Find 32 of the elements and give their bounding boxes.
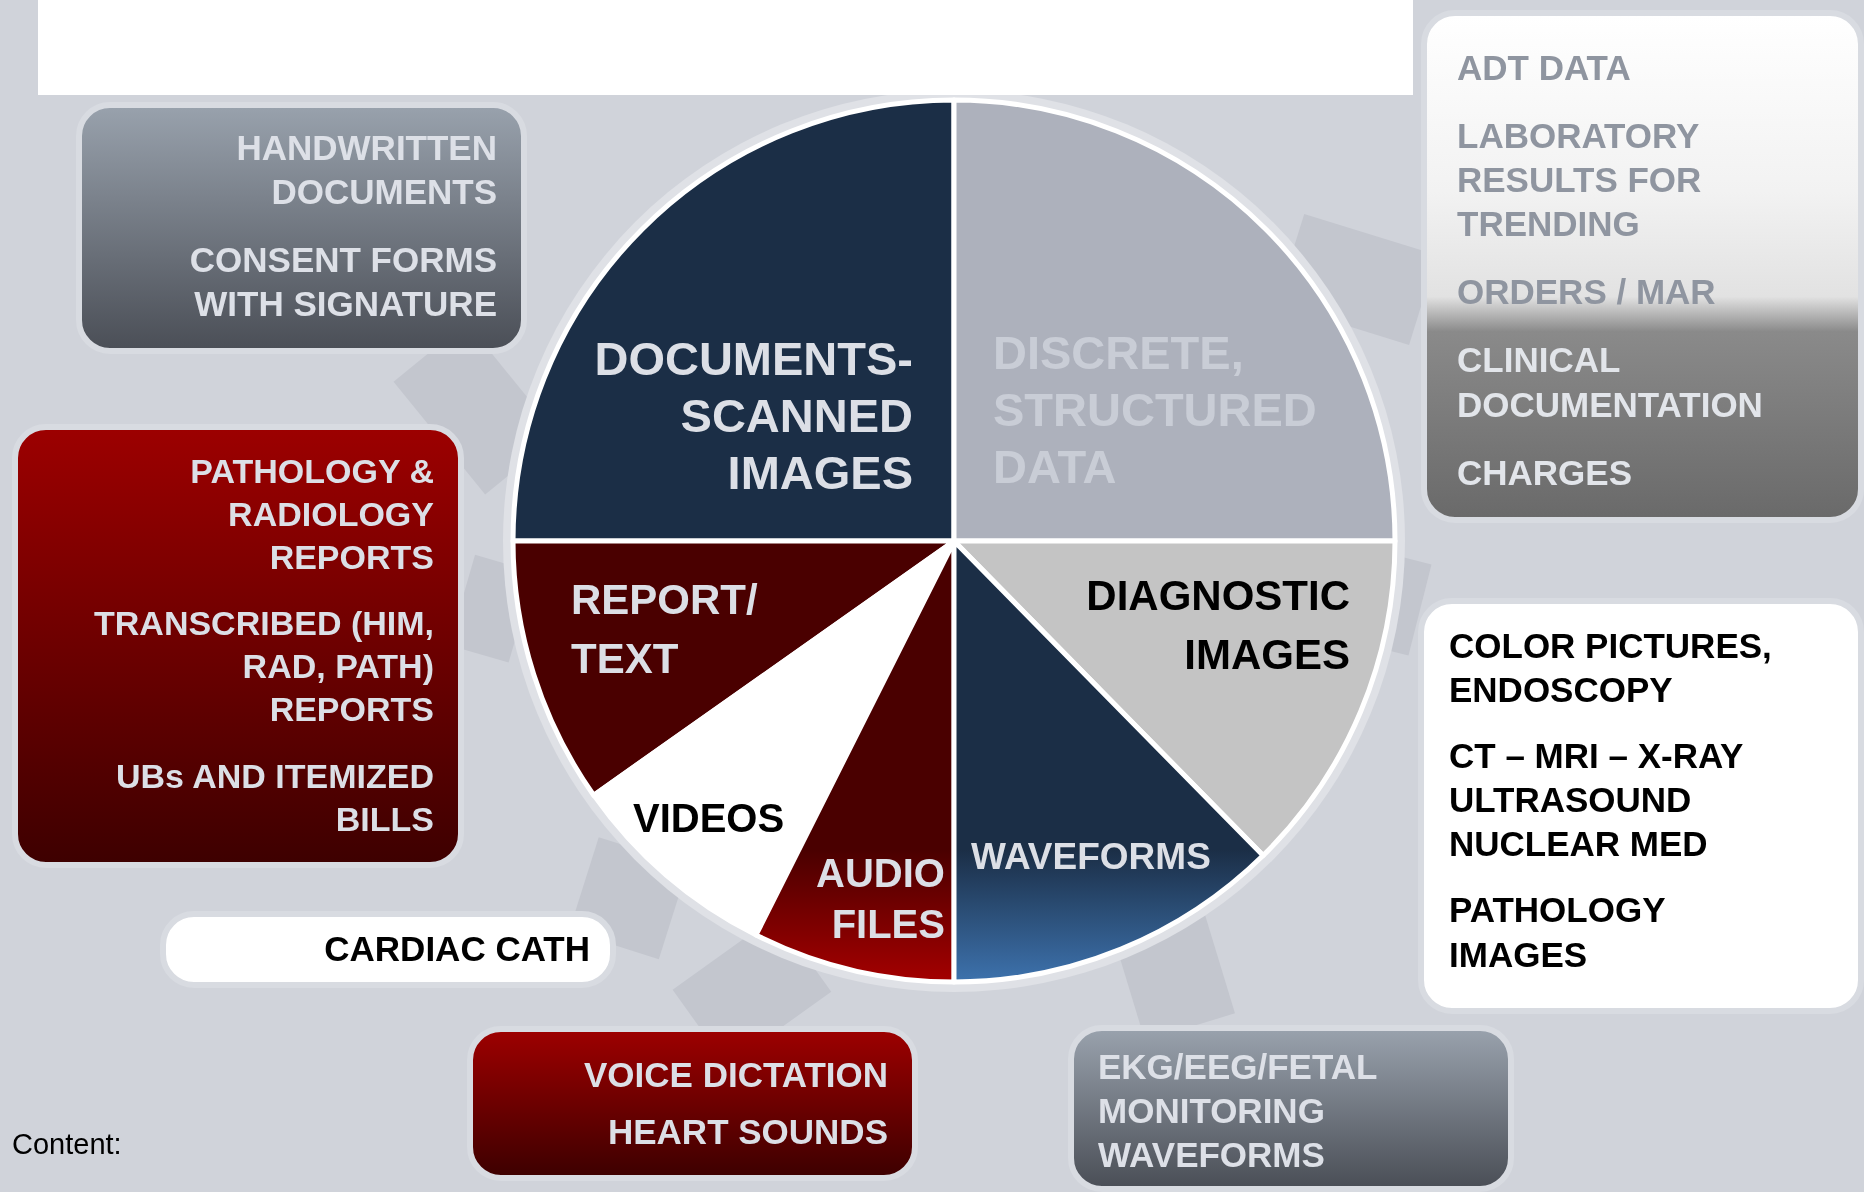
item-text: VOICE DICTATION bbox=[584, 1053, 888, 1096]
category-box bbox=[160, 911, 616, 988]
category-box bbox=[12, 424, 464, 868]
item-text: HEART SOUNDS bbox=[607, 1111, 888, 1154]
category-box bbox=[467, 1026, 918, 1181]
slice-label: DOCUMENTS-SCANNED IMAGES bbox=[593, 331, 913, 501]
category-box bbox=[1418, 598, 1864, 1014]
slice-label: AUDIO FILES bbox=[815, 850, 945, 948]
slice-label: VIDEOS bbox=[633, 795, 786, 842]
item-text: CT – MRI – X-RAY ULTRASOUND NUCLEAR MED bbox=[1449, 735, 1744, 866]
category-box bbox=[1421, 10, 1864, 523]
item-text: PATHOLOGY & RADIOLOGY REPORTS bbox=[189, 451, 434, 578]
title-band bbox=[38, 0, 1413, 95]
item-text: CHARGES bbox=[1457, 451, 1633, 494]
item-text: COLOR PICTURES, ENDOSCOPY bbox=[1449, 625, 1773, 712]
slice-label: REPORT/ TEXT bbox=[571, 575, 759, 684]
item-text: CONSENT FORMS WITH SIGNATURE bbox=[188, 239, 497, 326]
category-box bbox=[1068, 1025, 1514, 1192]
item-text: PATHOLOGY IMAGES bbox=[1449, 889, 1666, 976]
item-text: CLINICAL DOCUMENTATION bbox=[1457, 339, 1764, 426]
slice-label: DIAGNOSTIC IMAGES bbox=[1085, 571, 1350, 680]
item-text: CARDIAC CATH bbox=[324, 928, 590, 971]
note-text: Content: bbox=[12, 1128, 122, 1161]
category-box bbox=[76, 102, 527, 354]
item-text: EKG/EEG/FETAL MONITORING WAVEFORMS bbox=[1098, 1046, 1378, 1177]
item-text: UBs AND ITEMIZED BILLS bbox=[115, 755, 434, 840]
item-text: HANDWRITTEN DOCUMENTS bbox=[235, 127, 497, 214]
item-text: ADT DATA bbox=[1457, 47, 1631, 89]
item-text: TRANSCRIBED (HIM, RAD, PATH) REPORTS bbox=[93, 603, 434, 731]
item-text: LABORATORY RESULTS FOR TRENDING bbox=[1457, 115, 1703, 246]
item-text: ORDERS / MAR bbox=[1457, 271, 1716, 314]
slice-label: WAVEFORMS bbox=[971, 835, 1212, 879]
